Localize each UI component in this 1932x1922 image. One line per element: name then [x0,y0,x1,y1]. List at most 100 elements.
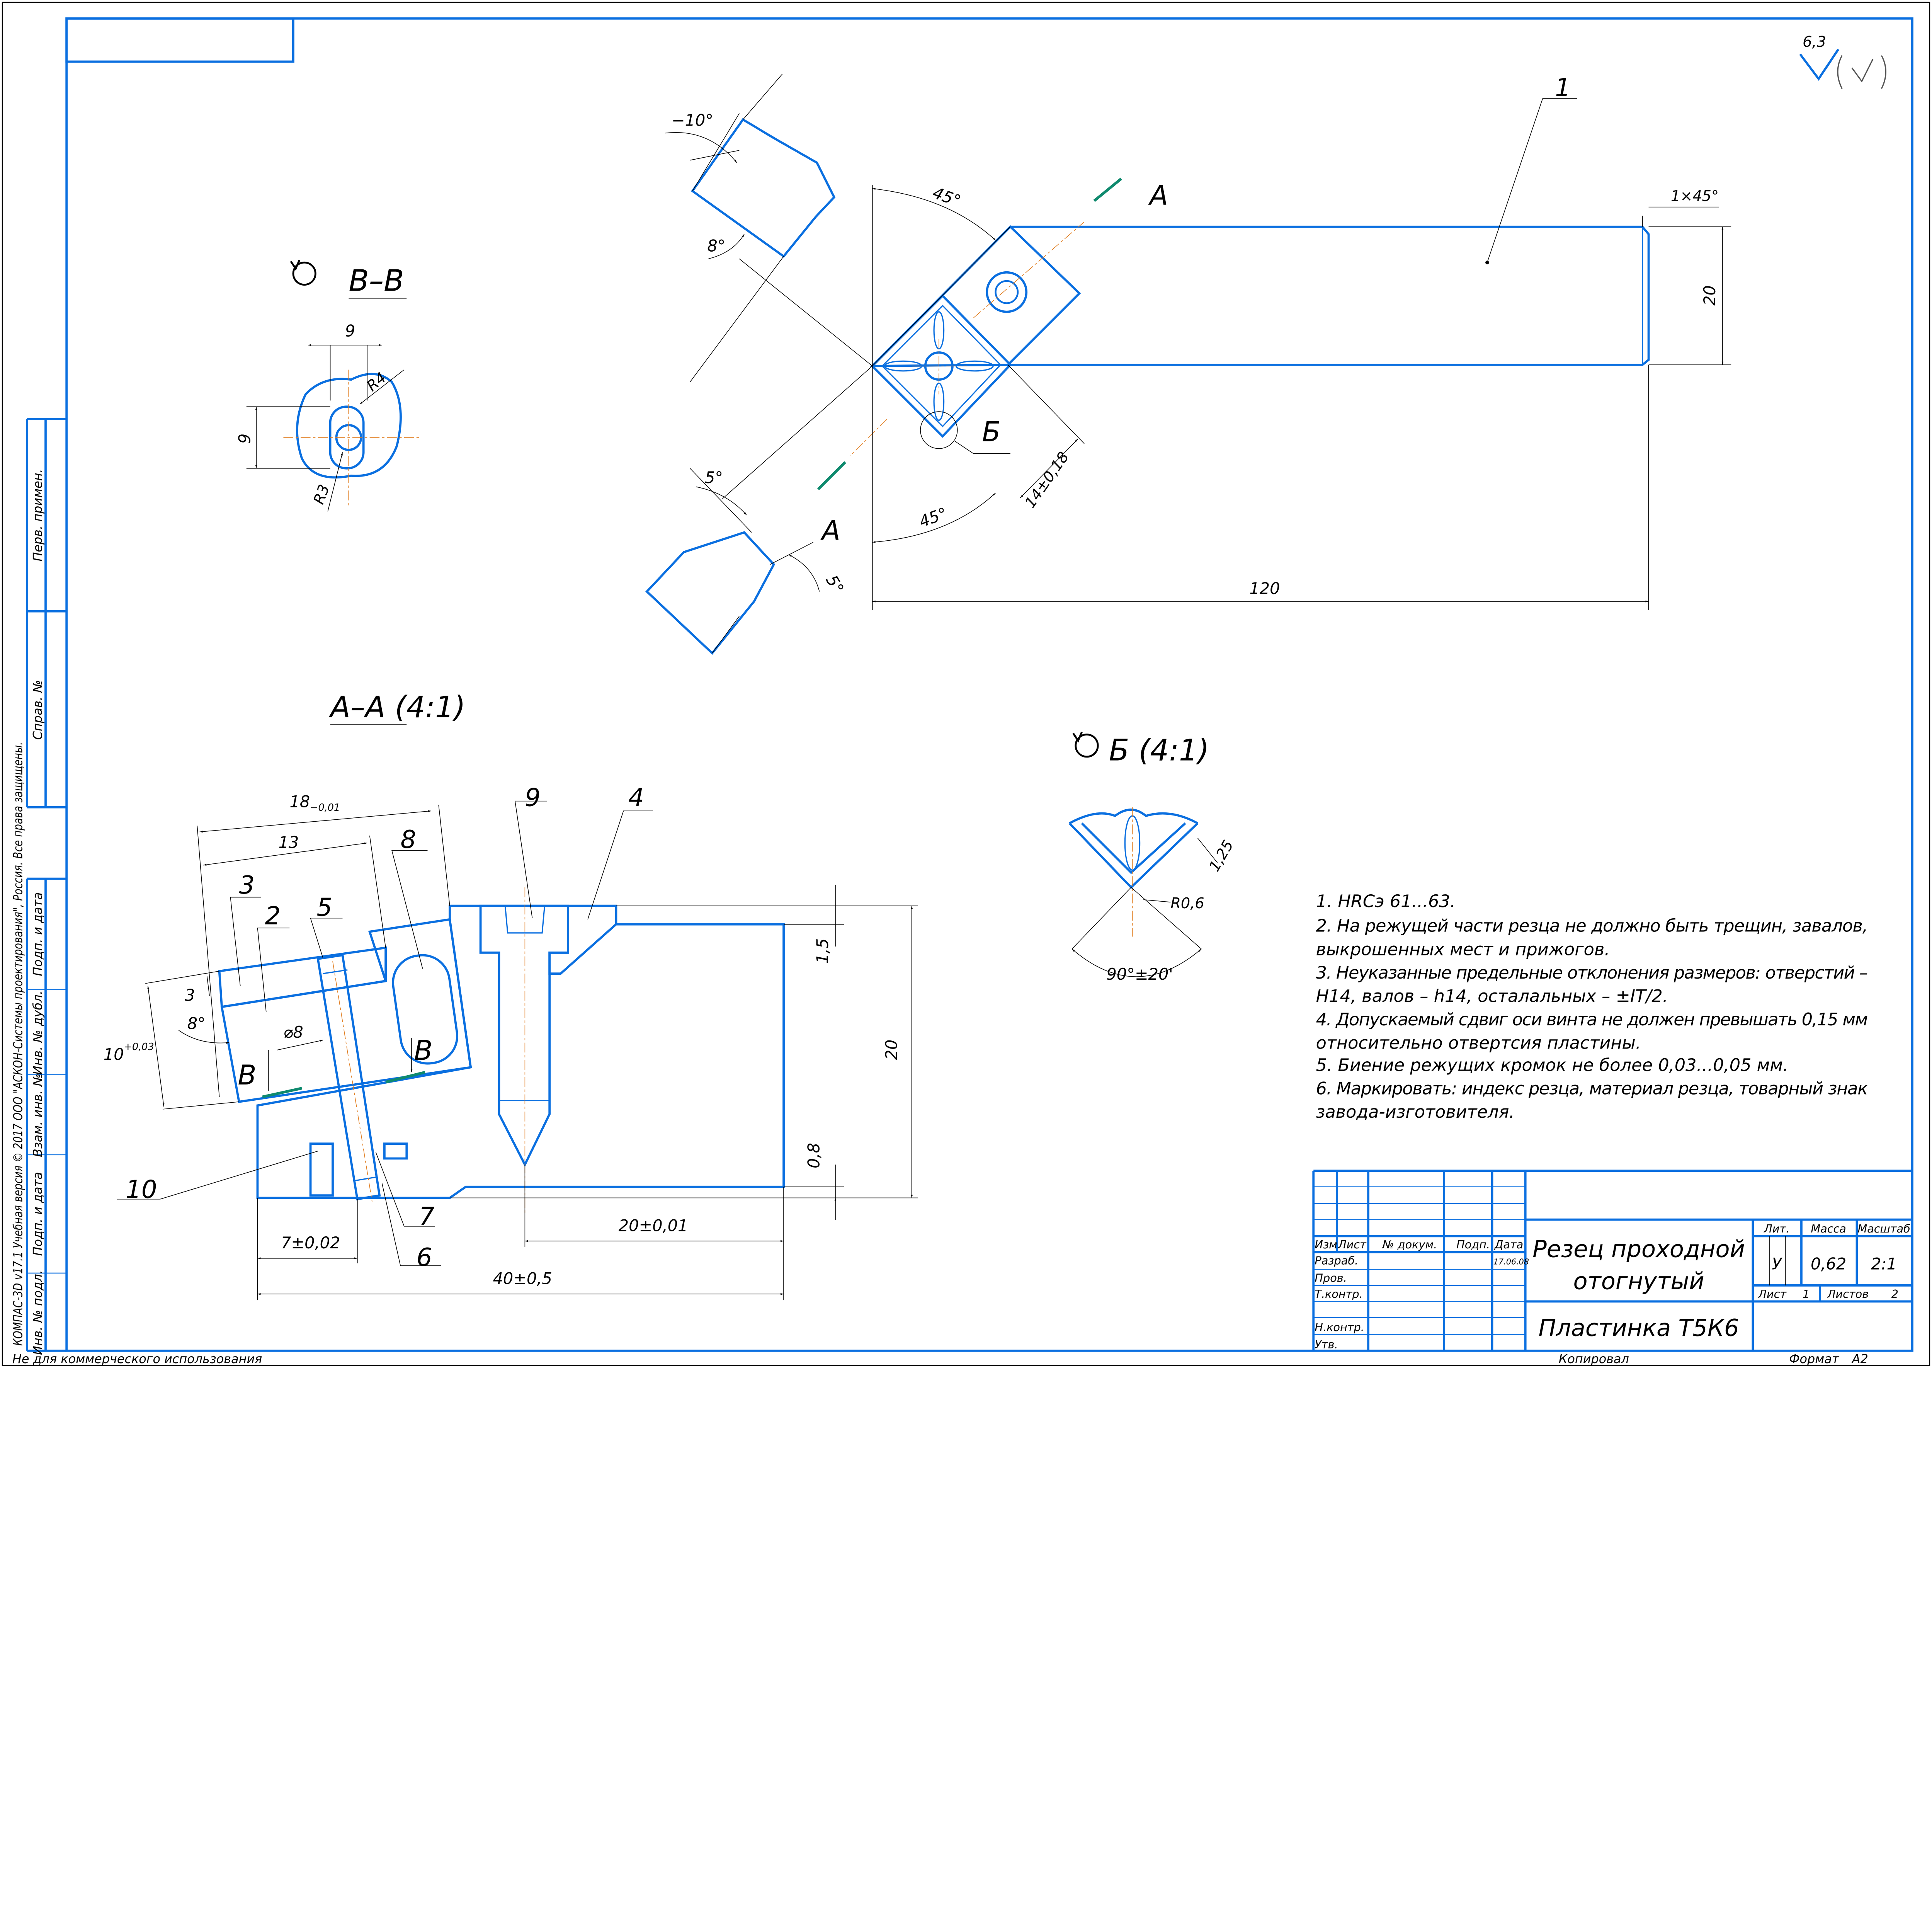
dim-3: 3 [185,986,195,1004]
tb-lit-label: Лит. [1764,1222,1789,1235]
note-5: 5. Биение режущих кромок не более 0,03..… [1316,1055,1789,1075]
section-b-right-label: B [414,1035,432,1066]
tb-role-checker: Пров. [1315,1271,1347,1284]
dim-10: 10+0,03 [104,1041,154,1064]
side-strip: Перв. примен. Справ. № Подп. и дата Инв.… [10,418,67,1355]
detail-chamfer-dim: 1,25 [1206,837,1237,874]
side-orig-inv: Инв. № подл. [30,1270,45,1355]
copyright-text: КОМПАС-3D v17.1 Учебная версия © 2017 ОО… [10,742,25,1346]
roughness-value: 6,3 [1803,33,1826,51]
dim-40: 40±0,5 [493,1270,552,1288]
tb-role-norm-control: Н.контр. [1315,1321,1364,1334]
screw-5 [316,954,381,1200]
tb-header-list: Лист [1338,1238,1367,1251]
part-9-label: 9 [525,783,541,812]
angle-top-dim: 45° [930,183,963,210]
bottom-angle-1: 5° [705,468,723,487]
dim-dia-8: ⌀8 [283,1023,303,1042]
note-6-cont: завода-изготовителя. [1316,1102,1515,1122]
section-a-bottom-label: A [820,515,840,546]
offset-dim: 14±0,18 [1022,449,1073,511]
part-1-label: 1 [1555,74,1571,102]
detail-radius-dim: R0,6 [1170,895,1204,912]
note-2-cont: выкрошенных мест и прижогов. [1316,939,1610,959]
side-sign-date-2: Подп. и дата [30,1172,45,1256]
technical-notes: 1. HRCэ 61...63. 2. На режущей части рез… [1316,891,1868,1122]
part-2-label: 2 [265,902,281,931]
bottom-angle-2: 5° [822,572,847,597]
bb-width-dim: 9 [345,322,355,340]
dim-18-tolerance: −0,01 [310,802,340,814]
roughness-symbol: 6,3 [1799,33,1887,89]
top-clear-angle: 8° [707,237,725,255]
view-bb: B–B 9 9 R4 R3 [235,259,419,512]
note-1: 1. HRCэ 61...63. [1316,891,1456,911]
bb-height-dim: 9 [235,434,254,444]
section-aa-title: A–A (4:1) [328,690,466,725]
tb-sheet-label: Лист [1758,1287,1787,1301]
tb-role-tech-control: Т.контр. [1315,1287,1362,1301]
screw-9 [479,904,569,1167]
dim-18: 18−0,01 [289,793,340,814]
side-dup-inv: Инв. № дубл. [30,991,45,1075]
top-rake-angle: −10° [672,111,713,129]
part-10-label: 10 [126,1175,157,1204]
tb-role-approved: Утв. [1315,1338,1338,1351]
tb-sheets-value: 2 [1891,1287,1898,1301]
tb-developer-date: 17.06.08 [1493,1257,1529,1267]
drawing-frame [65,17,1913,1352]
note-4-cont: относительно отвертсия пластины. [1316,1033,1641,1053]
part-6-label: 6 [417,1243,432,1272]
tb-scale-value: 2:1 [1871,1255,1897,1273]
dim-13: 13 [279,833,299,852]
length-dim: 120 [1249,579,1280,598]
aux-section-top: −10° 8° [665,73,836,382]
height-dim: 20 [1701,285,1719,306]
section-a-top-label: A [1148,179,1168,211]
dim-10-value: 10 [104,1045,124,1064]
view-bb-title: B–B [349,264,404,298]
dim-angle-8: 8° [187,1015,206,1033]
footer-format-value: A2 [1851,1352,1868,1366]
footer-copied: Копировал [1559,1352,1629,1366]
top-left-box [65,17,294,63]
tb-scale-label: Масштаб [1857,1222,1910,1235]
tb-lit-value: У [1772,1255,1783,1273]
nut-10 [309,1142,408,1197]
rotate-icon [292,261,316,286]
detail-angle-dim: 90°±20' [1107,965,1173,984]
footer-format-label: Формат [1789,1352,1840,1366]
dim-7: 7±0,02 [281,1234,340,1252]
dim-1-5: 1,5 [813,938,832,964]
plate-3 [218,946,387,1008]
part-3-label: 3 [239,871,255,900]
clamp-8 [392,954,459,1065]
tb-sheets-label: Листов [1827,1287,1869,1301]
side-ref-no: Справ. № [30,680,45,740]
dim-20: 20 [882,1040,901,1060]
aux-section-bottom: 5° 5° [645,468,847,655]
shank [1004,225,1650,366]
dim-0-8: 0,8 [805,1143,823,1168]
note-3-cont: H14, валов – h14, осталальных – ±IT/2. [1316,986,1668,1006]
tb-title-line1: Резец проходной [1532,1236,1745,1263]
note-2: 2. На режущей части резца не должно быть… [1316,916,1868,936]
drawing-sheet: Перв. примен. Справ. № Подп. и дата Инв.… [2,2,1930,1366]
tb-sheet-value: 1 [1803,1287,1810,1301]
part-7-label: 7 [419,1203,435,1231]
main-view: Б A A 45° 45° 120 20 1×45° 14±0,18 1 [722,74,1731,610]
detail-b-view: Б (4:1) 1,25 R0,6 90°±20' [1068,732,1237,984]
note-6: 6. Маркировать: индекс резца, материал р… [1316,1079,1868,1099]
section-b-left-label: B [238,1059,256,1091]
part-4-label: 4 [628,783,644,812]
tb-role-developer: Разраб. [1315,1254,1358,1267]
tb-header-sign: Подп. [1456,1238,1490,1251]
side-first-use: Перв. примен. [30,469,45,561]
dim-20-001: 20±0,01 [619,1217,688,1235]
dim-10-tolerance: +0,03 [124,1041,154,1053]
sheet-border [2,2,1930,1366]
note-4: 4. Допускаемый сдвиг оси винта не должен… [1316,1010,1868,1030]
angle-bottom-dim: 45° [917,504,949,531]
tb-header-izm: Изм. [1315,1238,1340,1251]
dim-18-value: 18 [289,793,310,811]
